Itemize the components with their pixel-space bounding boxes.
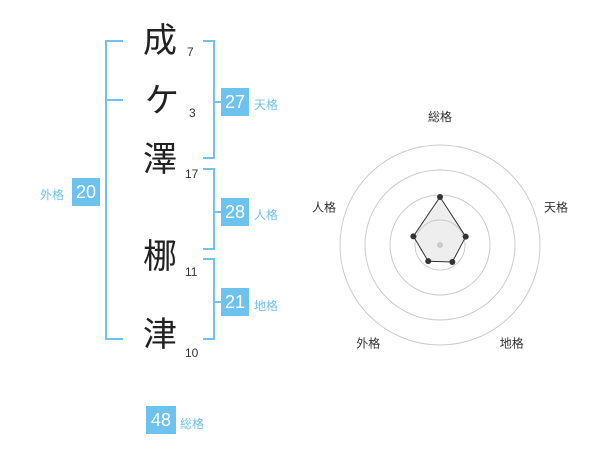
stroke-count-2: 3 bbox=[189, 106, 196, 120]
radar-axis-label: 人格 bbox=[312, 199, 336, 214]
radar-axis-label: 天格 bbox=[544, 199, 568, 214]
radar-point-5 bbox=[410, 233, 417, 240]
gaikaku-bracket-top bbox=[105, 40, 123, 42]
gaikaku-bracket-bottom bbox=[105, 338, 123, 340]
chikaku-bracket-bottom bbox=[203, 338, 215, 340]
radar-series-polygon bbox=[412, 196, 467, 263]
radar-grid-ring bbox=[364, 169, 516, 321]
chikaku-bracket-connector bbox=[213, 301, 221, 303]
radar-axis-label: 総格 bbox=[428, 110, 452, 124]
tenkaku-label: 天格 bbox=[254, 98, 279, 112]
radar-point-4 bbox=[425, 258, 432, 265]
jinkaku-bracket-top bbox=[203, 168, 215, 170]
tenkaku-badge: 27 bbox=[221, 88, 249, 116]
name-char-5: 津 bbox=[143, 315, 177, 355]
jinkaku-badge: 28 bbox=[221, 198, 249, 226]
name-char-3: 澤 bbox=[143, 140, 177, 180]
stroke-count-4: 11 bbox=[185, 265, 198, 279]
stroke-count-5: 10 bbox=[185, 346, 199, 360]
jinkaku-label: 人格 bbox=[254, 208, 279, 222]
chikaku-badge: 21 bbox=[221, 288, 249, 316]
gaikaku-bracket-tick-1 bbox=[105, 99, 123, 101]
tenkaku-bracket-vertical bbox=[213, 40, 215, 159]
radar-point-1 bbox=[437, 194, 443, 200]
jinkaku-bracket-vertical bbox=[213, 168, 215, 250]
stroke-count-3: 17 bbox=[185, 167, 199, 181]
name-char-2: ケ bbox=[145, 81, 179, 121]
tenkaku-bracket-top bbox=[203, 40, 215, 42]
radar-grid-ring bbox=[339, 144, 541, 346]
radar-center-dot bbox=[437, 242, 443, 248]
chikaku-bracket-top bbox=[203, 258, 215, 260]
radar-point-2 bbox=[462, 233, 469, 240]
radar-axis-label: 地格 bbox=[500, 336, 524, 351]
radar-grid-ring bbox=[414, 219, 466, 271]
gaikaku-label: 外格 bbox=[40, 188, 65, 202]
stroke-count-1: 7 bbox=[187, 45, 194, 59]
gaikaku-badge: 20 bbox=[72, 178, 100, 206]
soukaku-badge: 48 bbox=[146, 406, 176, 434]
jinkaku-bracket-bottom bbox=[203, 248, 215, 250]
soukaku-label: 総格 bbox=[180, 417, 205, 431]
tenkaku-bracket-connector bbox=[213, 101, 221, 103]
name-char-1: 成 bbox=[143, 21, 177, 61]
gaikaku-bracket-vertical bbox=[105, 40, 107, 340]
chikaku-bracket-vertical bbox=[213, 258, 215, 340]
jinkaku-bracket-connector bbox=[213, 211, 221, 213]
chikaku-label: 地格 bbox=[254, 299, 279, 313]
name-char-4: 梛 bbox=[143, 237, 177, 277]
radar-point-3 bbox=[449, 258, 456, 265]
tenkaku-bracket-bottom bbox=[203, 157, 215, 159]
radar-axis-label: 外格 bbox=[356, 336, 380, 351]
